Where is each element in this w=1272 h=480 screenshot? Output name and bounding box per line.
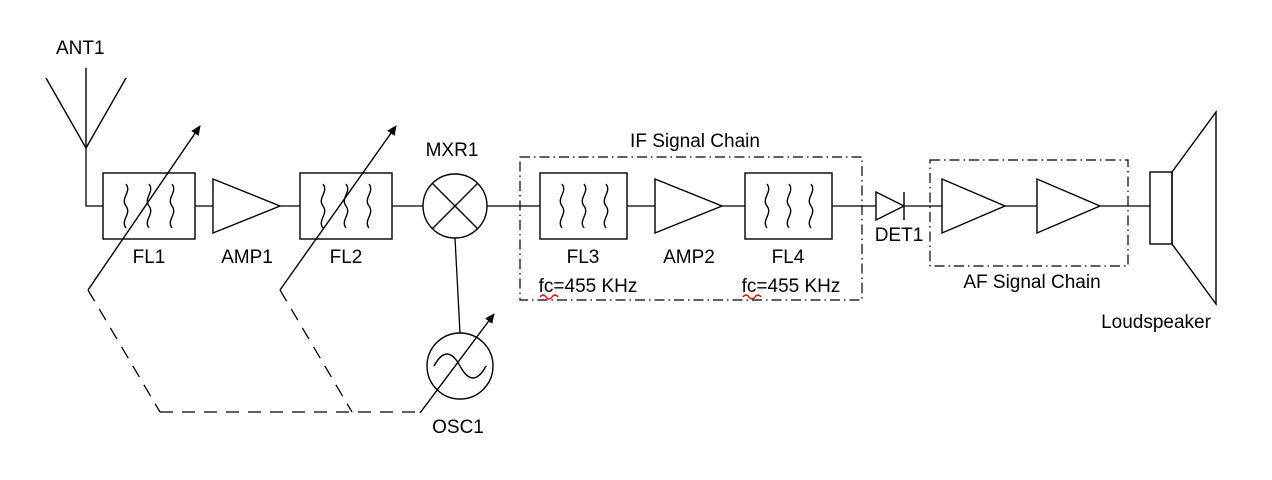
af-amplifier-2-icon bbox=[1036, 177, 1102, 235]
if-chain-label: IF Signal Chain bbox=[630, 131, 760, 152]
fl2-tuning-arrow bbox=[279, 125, 397, 291]
fl2-label: FL2 bbox=[330, 247, 363, 268]
ant1-label: ANT1 bbox=[56, 38, 105, 59]
oscillator-osc1-icon bbox=[419, 313, 495, 414]
af-amplifier-1-icon bbox=[941, 177, 1007, 235]
fl4-fc-label: fc=455 KHz bbox=[742, 276, 841, 297]
amp1-label: AMP1 bbox=[221, 247, 273, 268]
det1-label: DET1 bbox=[875, 225, 924, 246]
filter-fl3-icon bbox=[539, 172, 628, 240]
fl4-label: FL4 bbox=[772, 247, 805, 268]
af-chain-label: AF Signal Chain bbox=[963, 272, 1100, 293]
antenna-icon bbox=[45, 68, 127, 149]
filter-fl2-icon bbox=[279, 125, 397, 291]
loudspeaker-label: Loudspeaker bbox=[1101, 312, 1212, 333]
if-signal-chain-box bbox=[519, 156, 863, 301]
fl1-tuning-arrow bbox=[87, 125, 201, 291]
fl1-label: FL1 bbox=[133, 247, 166, 268]
spellcheck-underline bbox=[539, 294, 762, 300]
amp2-label: AMP2 bbox=[663, 247, 715, 268]
amplifier-amp1-icon bbox=[212, 177, 282, 235]
mixer-mxr1-icon bbox=[422, 173, 488, 239]
amplifier-amp2-icon bbox=[654, 177, 724, 235]
detector-det1-icon bbox=[875, 190, 906, 222]
fl3-fc-label: fc=455 KHz bbox=[539, 276, 638, 297]
fl3-label: FL3 bbox=[567, 247, 600, 268]
filter-fl4-icon bbox=[744, 172, 833, 240]
ganged-tuning-dashed-links bbox=[87, 289, 418, 413]
signal-wires bbox=[85, 148, 1150, 334]
filter-fl1-icon bbox=[87, 125, 201, 291]
mxr1-label: MXR1 bbox=[426, 140, 479, 161]
osc1-tuning-arrow bbox=[419, 313, 495, 414]
af-signal-chain-box bbox=[929, 159, 1129, 267]
loudspeaker-icon bbox=[1149, 109, 1217, 307]
osc1-label: OSC1 bbox=[432, 417, 484, 438]
